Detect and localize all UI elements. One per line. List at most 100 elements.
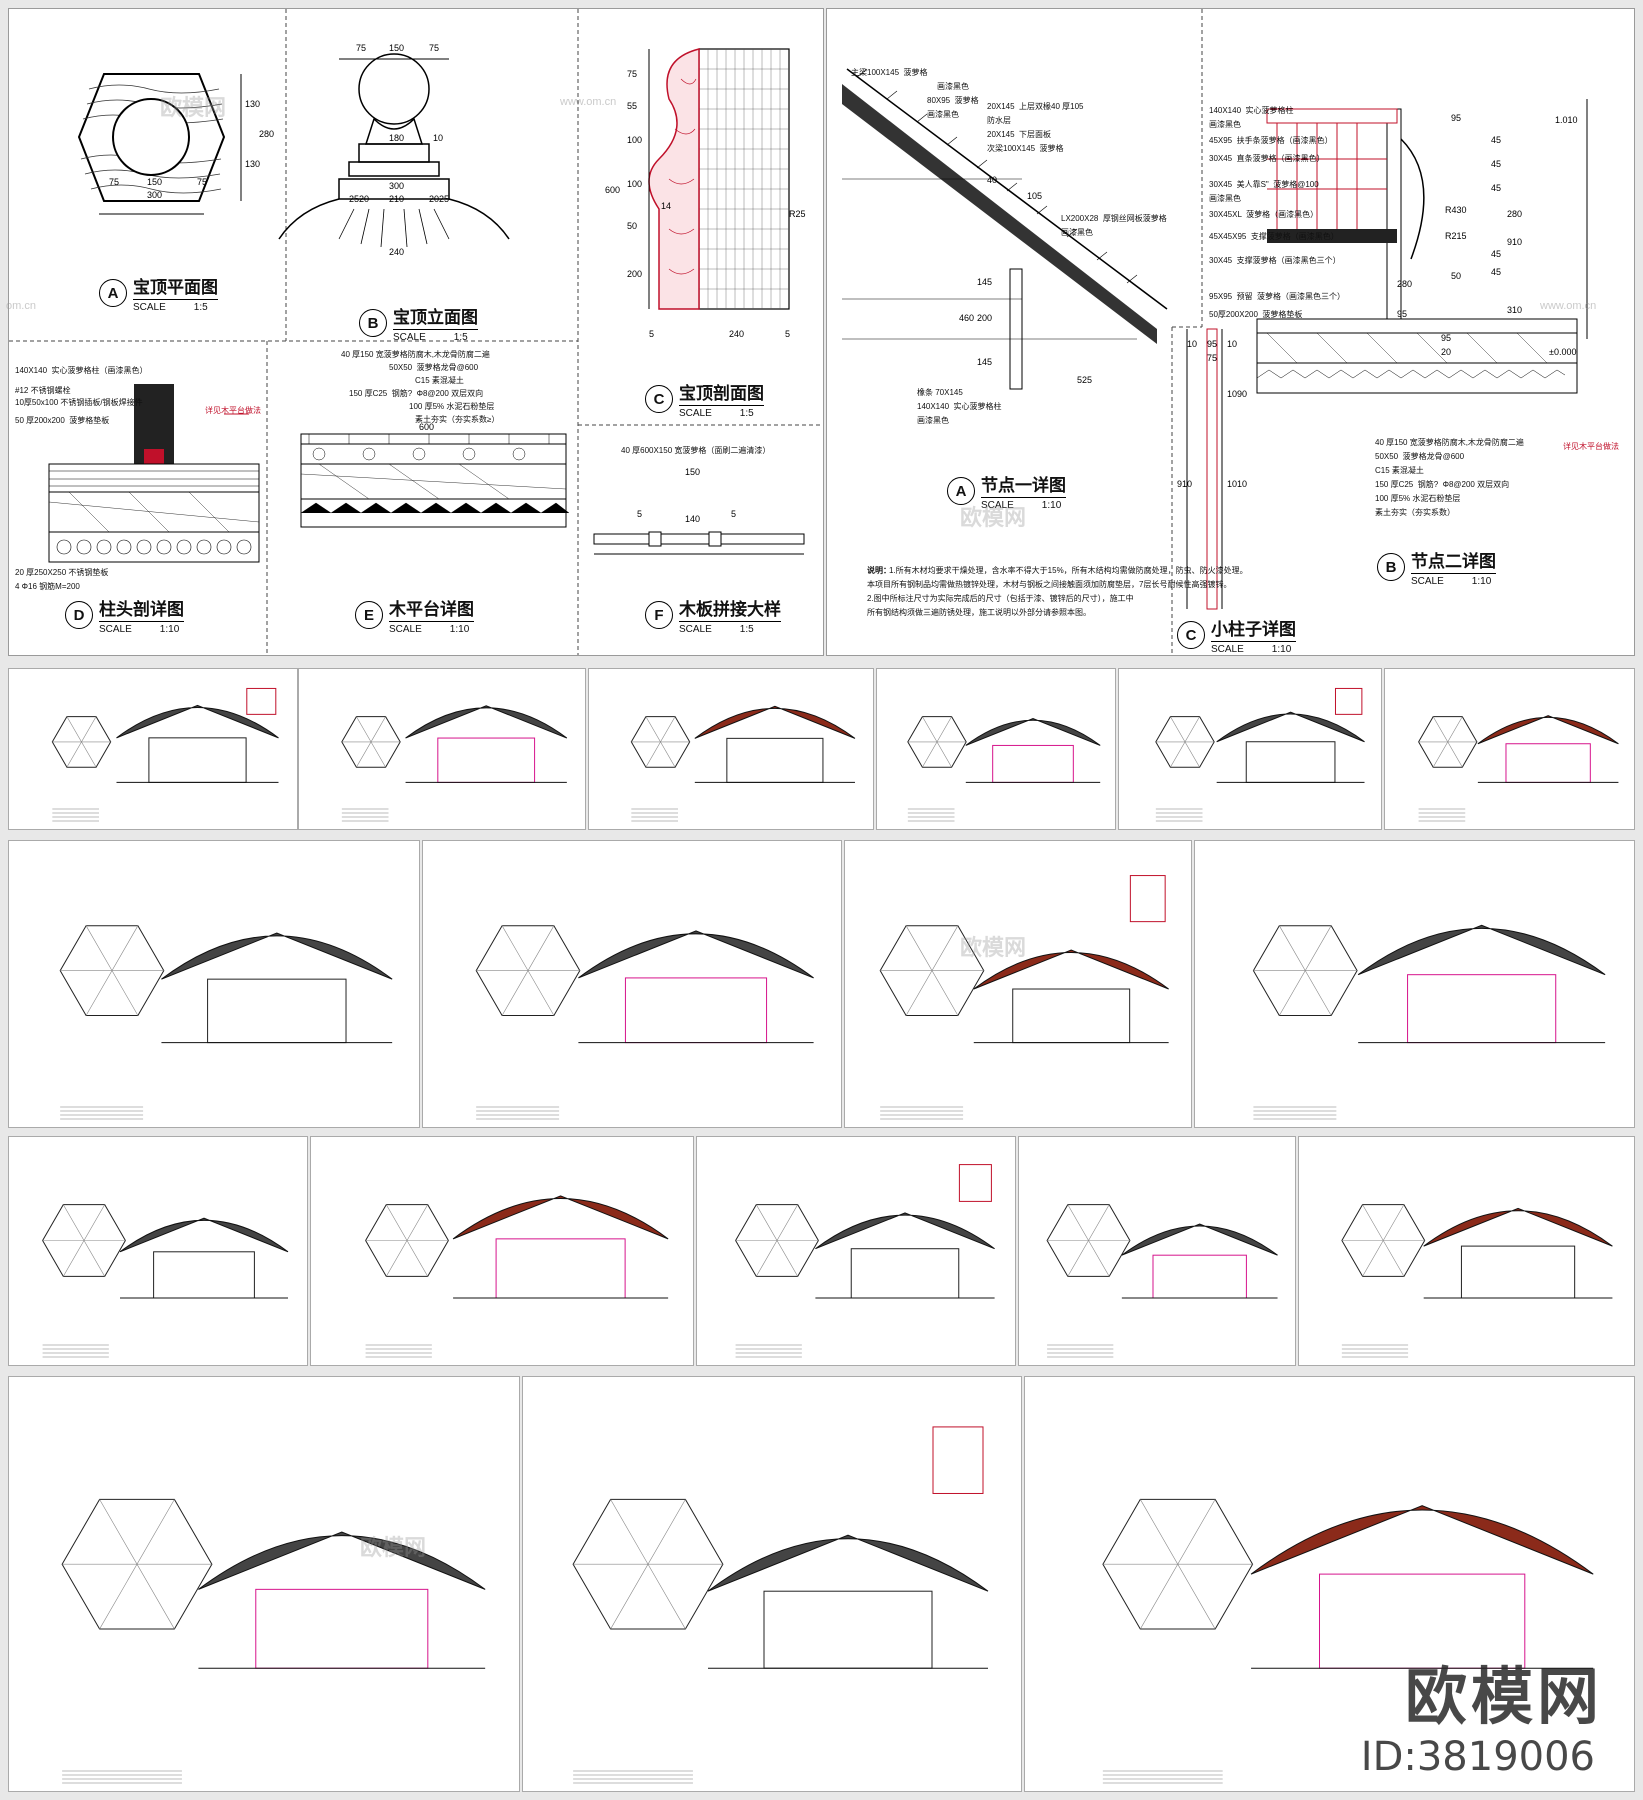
roof-silhouette: [707, 1534, 989, 1592]
roof-silhouette: [198, 1531, 486, 1590]
pavilion-sketch: [475, 925, 814, 1120]
dim-c-10: R25: [789, 209, 806, 219]
roof-silhouette: [1216, 711, 1365, 743]
detail-marker-node-c: C: [1177, 621, 1205, 649]
dim-c-8: 5: [649, 329, 655, 339]
plan-outline: [907, 716, 967, 768]
detail-marker-d: D: [65, 601, 93, 629]
detail-marker-e: E: [355, 601, 383, 629]
pavilion-body: [437, 737, 536, 783]
dim-f-0: 150: [685, 467, 701, 477]
dim-b-9: 240: [389, 247, 405, 257]
scale-label-d: SCALE: [99, 624, 132, 635]
plan-outline: [51, 716, 112, 768]
node2-dim-13: 95: [1397, 309, 1408, 319]
pavilion-sketch: [572, 1426, 989, 1784]
node1-dim-4: 460: [959, 313, 975, 323]
node2-dim-7: R215: [1445, 231, 1467, 241]
node1-label-8: LX200X28 厚钢丝网板菠萝格: [1061, 214, 1167, 223]
dim-a-1: 150: [147, 177, 163, 187]
watermark-faint-3: 欧模网: [960, 935, 1027, 960]
node2-label-2: 45X95 扶手条菠萝格（画漆黑色）: [1209, 136, 1333, 145]
node2-dim-9: 910: [1507, 237, 1523, 247]
dim-c-3: 100: [627, 179, 643, 189]
note-d-0: 140X140 实心菠萝格柱（画漆黑色）: [15, 366, 148, 375]
plan-axis: [645, 716, 676, 768]
node2-label-7: 45X45X95 支撑菠萝格（画漆黑色）: [1209, 232, 1339, 241]
node1-dim-2: 525: [1077, 375, 1093, 385]
note-d-4: 20 厚250X250 不锈钢垫板: [15, 568, 109, 577]
pavilion-sketch: [1102, 1498, 1594, 1784]
plan-axis: [1279, 925, 1332, 1016]
node1-label-1: 画漆黑色: [937, 82, 969, 91]
pavilion-body: [1012, 988, 1131, 1044]
node2-dim-0: 95: [1451, 113, 1462, 123]
node1-dim-3: 145: [977, 277, 993, 287]
detail-marker-a: A: [99, 279, 127, 307]
node2-side-note: 详见木平台做法: [1563, 442, 1619, 451]
roof-silhouette: [405, 705, 568, 739]
scale-value-node-b: 1:10: [1471, 576, 1492, 587]
dim-c-7: 240: [729, 329, 745, 339]
dim-f-2: 140: [685, 514, 701, 524]
node1-label-9: 画漆黑色: [1061, 228, 1093, 237]
detail-title-b: 宝顶立面图: [393, 303, 478, 330]
node2-dim-8: 45: [1491, 249, 1502, 259]
roof-silhouette: [578, 930, 814, 979]
scale-value-d: 1:10: [159, 624, 180, 635]
dim-b-4: 10: [433, 133, 444, 143]
detail-marker-node-a: A: [947, 477, 975, 505]
roof-silhouette: [161, 932, 393, 980]
watermark-id: ID:3819006: [1360, 1734, 1595, 1780]
pavilion-body: [992, 744, 1074, 783]
pavilion-body: [1245, 741, 1336, 783]
pavilion-body: [495, 1238, 626, 1299]
dim-c-4: 50: [627, 221, 638, 231]
detail-box: [958, 1164, 992, 1202]
dim-a-2: 75: [197, 177, 208, 187]
plan-outline: [1155, 716, 1215, 768]
top-left-linework: [9, 9, 823, 655]
plan-axis: [1140, 1499, 1216, 1630]
node1-label-7: 次梁100X145 菠萝格: [987, 144, 1064, 153]
scale-label-c: SCALE: [679, 408, 712, 419]
plan-outline: [341, 716, 401, 768]
node2-dim-15: 95: [1441, 333, 1452, 343]
node2-dim-2: 45: [1491, 135, 1502, 145]
plan-axis: [85, 925, 139, 1016]
drawing-sheet-thumbnail: [8, 668, 298, 830]
post-dim-2: 75: [1207, 353, 1218, 363]
drawing-sheet-thumbnail: [1018, 1136, 1296, 1366]
node1-label-3: 画漆黑色: [927, 110, 959, 119]
scale-value-e: 1:10: [449, 624, 470, 635]
node2-label-8: 30X45 支撑菠萝格（画漆黑色三个）: [1209, 256, 1341, 265]
scale-label-e: SCALE: [389, 624, 422, 635]
node1-label-2: 80X95 菠萝格: [927, 96, 979, 105]
pavilion-body: [1152, 1254, 1247, 1299]
detail-marker-node-b: B: [1377, 553, 1405, 581]
plan-axis: [1432, 716, 1463, 768]
dim-c-5: 200: [627, 269, 643, 279]
node1-note-3: 所有钢结构须做三遍防锈处理，施工说明以外部分请参照本图。: [867, 608, 1091, 617]
pavilion-sketch: [1418, 715, 1619, 822]
scale-value-node-a: 1:10: [1041, 500, 1062, 511]
note-e-3: 150 厚C25 钢筋? Φ8@200 双层双向: [349, 389, 484, 398]
node2-label-9: 95X95 预留 菠萝格（画漆黑色三个）: [1209, 292, 1346, 301]
node1-dim-5: 200: [977, 313, 993, 323]
pavilion-body: [850, 1248, 960, 1299]
finial-section: [648, 48, 790, 310]
dim-b-2: 75: [429, 43, 440, 53]
node2-dim-11: 280: [1397, 279, 1413, 289]
plan-axis: [66, 716, 97, 768]
roof-silhouette: [1477, 715, 1619, 745]
node1-label-5: 防水层: [987, 116, 1011, 125]
node2-label-1: 画漆黑色: [1209, 120, 1241, 129]
node1-dim-0: 40: [987, 175, 998, 185]
node1-label-12: 画漆黑色: [917, 416, 949, 425]
finial-elevation: [278, 53, 510, 248]
dim-a-6: 280: [259, 129, 275, 139]
pavilion-sketch: [1155, 687, 1365, 822]
pavilion-body: [148, 737, 247, 783]
